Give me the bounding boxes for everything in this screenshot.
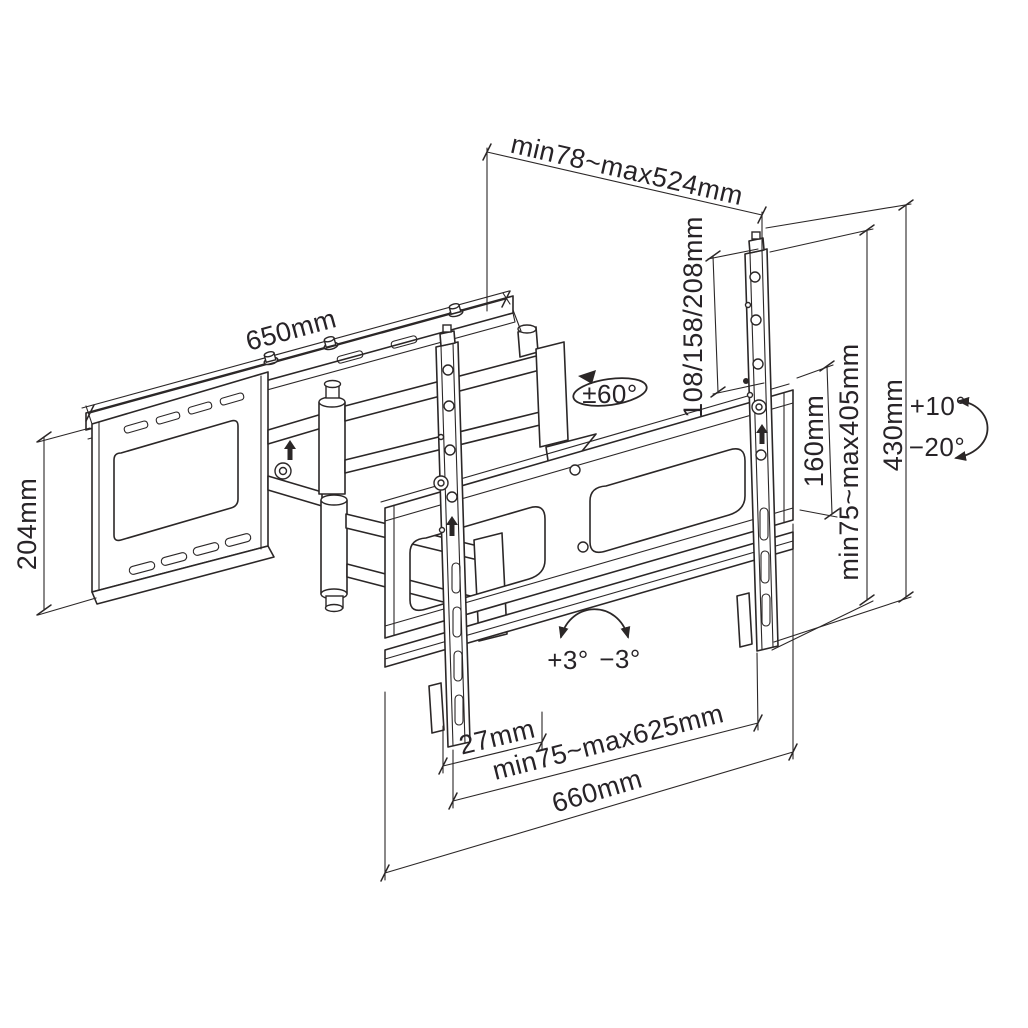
tv-bracket-bar — [380, 383, 794, 639]
level-adjust-annotation: +3° −3° — [547, 608, 641, 675]
plate-slot — [224, 533, 252, 547]
up-arrow-icon — [756, 424, 768, 444]
tilt-up-label: +10° — [910, 391, 967, 421]
up-arrow-icon — [284, 440, 296, 460]
dim-line-bracket-height — [826, 365, 833, 515]
vesa-hole — [752, 358, 764, 370]
dim-label-rail-length: 430mm — [878, 379, 908, 472]
vesa-hole — [443, 400, 455, 412]
dim-label-extension-depth: min78~max524mm — [508, 129, 746, 211]
vesa-hole — [442, 364, 454, 376]
rail-hook — [736, 592, 753, 648]
dim-line-mount-heights — [712, 255, 719, 393]
rail-slot — [336, 350, 364, 364]
tilt-arrow-icon — [954, 396, 989, 461]
dim-label-mount-heights: 108/158/208mm — [678, 216, 708, 418]
vesa-slot — [454, 694, 464, 726]
vesa-slot — [453, 650, 463, 682]
tilt-down-label: −20° — [909, 432, 966, 462]
bar-hole — [577, 541, 589, 553]
plate-slot — [187, 401, 213, 415]
up-arrow-icon — [446, 516, 458, 536]
vesa-hole — [749, 271, 761, 283]
level-minus-label: −3° — [599, 644, 641, 674]
vesa-hole — [755, 449, 767, 461]
vesa-slot — [451, 562, 461, 594]
bar-hole — [569, 464, 581, 476]
rail-hook — [428, 682, 445, 734]
vesa-slot — [761, 593, 771, 627]
swivel-label: ±60° — [582, 379, 638, 409]
wall-plate — [91, 371, 275, 605]
vesa-slot — [452, 606, 462, 638]
dim-line-wall-rail-width — [89, 298, 507, 414]
swivel-arrow-icon — [572, 377, 648, 407]
plate-slot — [192, 542, 220, 556]
vesa-slot — [760, 550, 770, 584]
upper-short-link — [267, 413, 323, 445]
dim-label-vesa-vertical: min75~max405mm — [834, 343, 864, 580]
dim-label-bracket-height: 160mm — [799, 395, 829, 488]
plate-slot — [160, 552, 188, 566]
level-plus-label: +3° — [547, 645, 589, 675]
vesa-hole — [446, 491, 458, 503]
left-vesa-rail — [428, 324, 471, 748]
rail-slot — [390, 335, 418, 349]
vesa-slot — [759, 507, 769, 541]
elbow-hinge-upper — [318, 401, 346, 495]
dim-line-bracket-width — [384, 751, 794, 874]
plate-cutout — [113, 419, 239, 542]
plate-slot — [128, 561, 156, 575]
swivel-annotation: ±60° — [572, 370, 648, 409]
rail-bolt — [263, 350, 279, 366]
plate-slot — [219, 392, 245, 406]
vesa-hole — [750, 314, 762, 326]
dim-line-extension-depth — [486, 151, 763, 216]
plate-slot — [155, 411, 181, 425]
tilt-annotation: +10° −20° — [909, 391, 989, 462]
elbow-hinge-lower — [320, 499, 348, 595]
plate-slot — [123, 420, 149, 434]
vesa-hole — [444, 444, 456, 456]
dim-label-plate-height: 204mm — [12, 478, 42, 571]
lower-short-link — [267, 475, 323, 507]
tv-bracket-hinge — [535, 341, 569, 448]
tv-bar-face — [384, 389, 794, 639]
dim-line-rail-offset — [442, 741, 543, 767]
dim-line-vesa-horizontal — [452, 722, 759, 802]
level-arrow-icon — [558, 608, 631, 639]
right-vesa-rail — [736, 231, 779, 652]
rail-bolt — [323, 335, 339, 351]
